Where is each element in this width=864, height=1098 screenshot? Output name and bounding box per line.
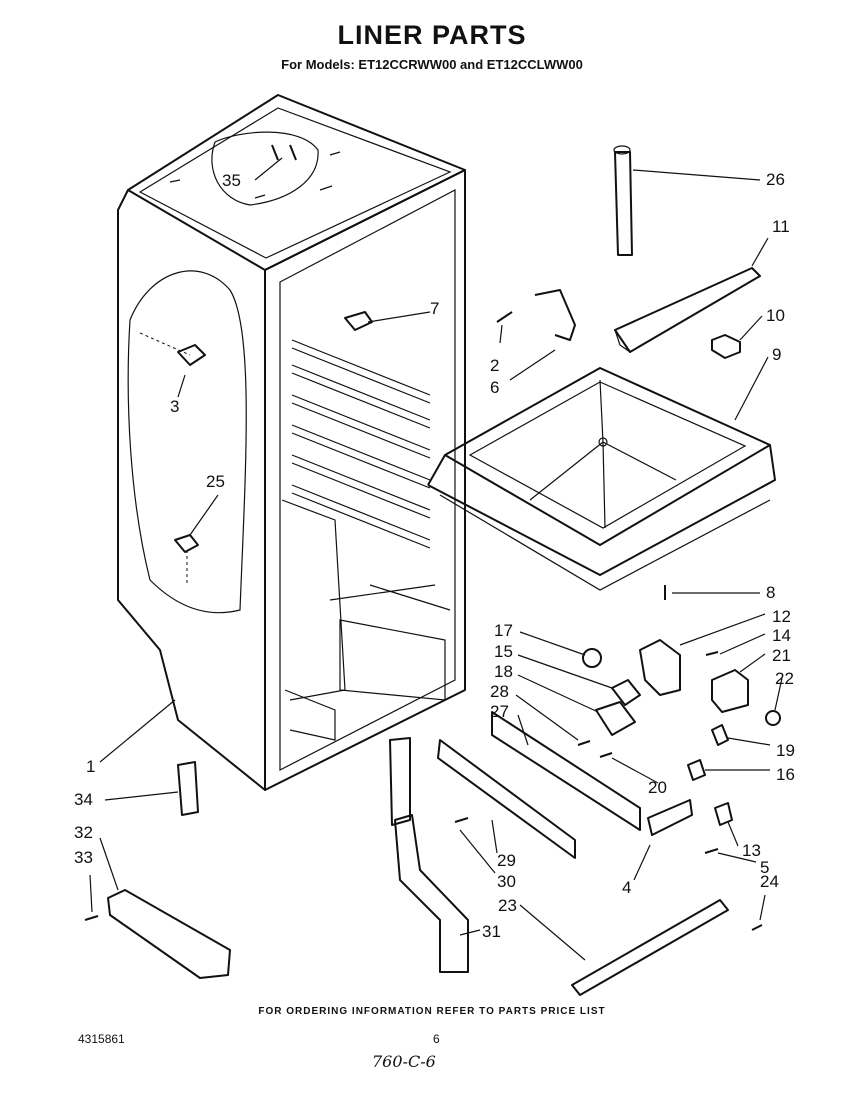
callout-29: 29 bbox=[497, 851, 516, 870]
control-knob-housing-21 bbox=[711, 669, 749, 713]
callout-32: 32 bbox=[74, 823, 93, 842]
leveling-leg-34 bbox=[177, 761, 199, 816]
callout-8: 8 bbox=[766, 583, 775, 602]
callout-30: 30 bbox=[497, 872, 516, 891]
handwritten-note: 760-C-6 bbox=[372, 1052, 436, 1071]
clip-35 bbox=[271, 144, 297, 161]
light-bulb bbox=[582, 648, 602, 668]
callout-20: 20 bbox=[648, 778, 667, 797]
rail-32 bbox=[107, 889, 231, 979]
callout-3: 3 bbox=[170, 397, 179, 416]
callout-31: 31 bbox=[482, 922, 501, 941]
lamp-socket-19 bbox=[711, 724, 729, 746]
clip-7 bbox=[344, 311, 373, 331]
clip-10 bbox=[711, 334, 741, 359]
screw-24 bbox=[751, 924, 763, 931]
socket-15 bbox=[611, 679, 641, 706]
callout-28: 28 bbox=[490, 682, 509, 701]
callout-26: 26 bbox=[766, 170, 785, 189]
switch-16 bbox=[687, 759, 706, 781]
page-number: 6 bbox=[433, 1032, 440, 1046]
callout-25: 25 bbox=[206, 472, 225, 491]
screw-14 bbox=[705, 651, 719, 656]
rail-23 bbox=[571, 899, 729, 996]
callout-1: 1 bbox=[86, 757, 95, 776]
knob-22 bbox=[765, 710, 781, 726]
rail-29 bbox=[437, 739, 576, 859]
callout-labels: 26 11 10 9 8 7 2 6 3 25 35 1 34 32 33 31… bbox=[74, 170, 795, 941]
light-shield bbox=[614, 267, 761, 353]
screw-28 bbox=[577, 740, 591, 746]
control-housing bbox=[639, 639, 681, 696]
callout-16: 16 bbox=[776, 765, 795, 784]
callout-23: 23 bbox=[498, 896, 517, 915]
document-number: 4315861 bbox=[78, 1032, 125, 1046]
channel-upper bbox=[389, 737, 411, 826]
callout-2: 2 bbox=[490, 356, 499, 375]
callout-6: 6 bbox=[490, 378, 499, 397]
screw-33 bbox=[84, 915, 99, 921]
callout-10: 10 bbox=[766, 306, 785, 325]
grommet-25 bbox=[174, 534, 199, 553]
bracket bbox=[534, 289, 576, 341]
callout-22: 22 bbox=[775, 669, 794, 688]
callout-12: 12 bbox=[772, 607, 791, 626]
callout-21: 21 bbox=[772, 646, 791, 665]
page-title: LINER PARTS bbox=[337, 20, 527, 50]
callout-35: 35 bbox=[222, 171, 241, 190]
screw-5 bbox=[704, 848, 719, 854]
rail-27 bbox=[491, 711, 641, 831]
callout-14: 14 bbox=[772, 626, 791, 645]
callout-11: 11 bbox=[772, 217, 790, 236]
callout-27: 27 bbox=[490, 702, 509, 721]
screw-20 bbox=[599, 752, 613, 758]
screw-2 bbox=[496, 311, 513, 323]
callout-9: 9 bbox=[772, 345, 781, 364]
callout-4: 4 bbox=[622, 878, 631, 897]
bracket-4 bbox=[647, 799, 693, 836]
callout-33: 33 bbox=[74, 848, 93, 867]
grommet-3 bbox=[177, 344, 206, 366]
callout-17: 17 bbox=[494, 621, 513, 640]
callout-24: 24 bbox=[760, 872, 779, 891]
leader-lines bbox=[89, 157, 783, 961]
models-subtitle: For Models: ET12CCRWW00 and ET12CCLWW00 bbox=[281, 57, 583, 72]
cabinet-liner bbox=[117, 94, 466, 791]
ordering-note: FOR ORDERING INFORMATION REFER TO PARTS … bbox=[258, 1006, 606, 1017]
tube bbox=[613, 145, 633, 256]
callout-34: 34 bbox=[74, 790, 93, 809]
callout-5: 5 bbox=[760, 858, 769, 877]
callout-7: 7 bbox=[430, 299, 439, 318]
callout-15: 15 bbox=[494, 642, 513, 661]
crisper-cover-frame bbox=[427, 367, 776, 591]
channel-31 bbox=[394, 814, 469, 973]
callout-19: 19 bbox=[776, 741, 795, 760]
screw-30 bbox=[454, 817, 469, 823]
callout-18: 18 bbox=[494, 662, 513, 681]
clip-13 bbox=[714, 802, 733, 826]
shield-18 bbox=[595, 701, 636, 736]
callout-13: 13 bbox=[742, 841, 761, 860]
